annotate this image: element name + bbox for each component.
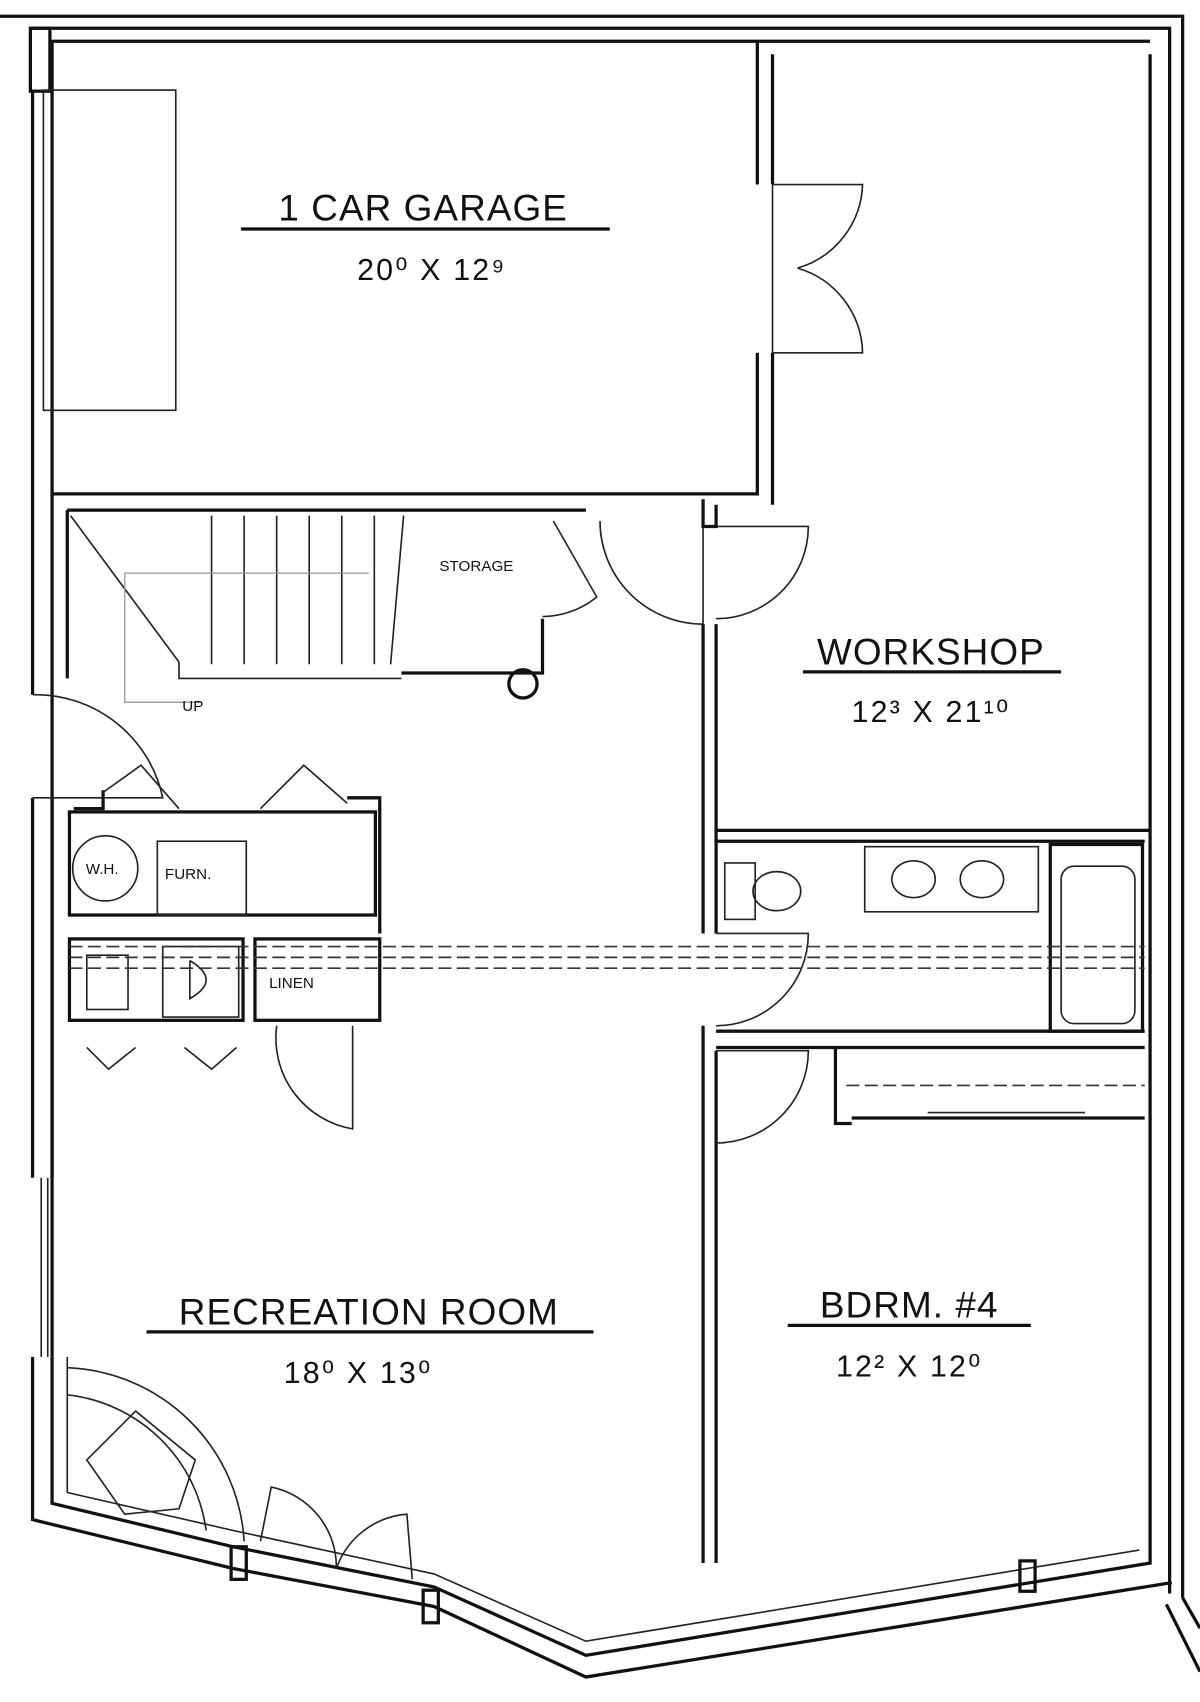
room-labels: 1 CAR GARAGE 20⁰ X 12⁹ WORKSHOP 12³ X 21… bbox=[146, 187, 1062, 1390]
furnace-label: FURN. bbox=[165, 866, 211, 883]
bathroom bbox=[716, 842, 1145, 1126]
bedroom-dimensions: 12² X 12⁰ bbox=[836, 1349, 983, 1383]
workshop bbox=[716, 828, 1151, 843]
recreation-room-dimensions: 18⁰ X 13⁰ bbox=[284, 1356, 433, 1390]
up-label: UP bbox=[182, 698, 203, 715]
recreation-room-name: RECREATION ROOM bbox=[179, 1291, 559, 1332]
bathtub bbox=[1060, 865, 1136, 1025]
water-heater-label: W.H. bbox=[86, 861, 119, 878]
bedroom-name: BDRM. #4 bbox=[820, 1285, 999, 1326]
storage-label: STORAGE bbox=[439, 558, 513, 575]
garage-name: 1 CAR GARAGE bbox=[278, 187, 568, 228]
garage-dimensions: 20⁰ X 12⁹ bbox=[357, 253, 506, 287]
vanity bbox=[863, 845, 1040, 913]
garage-door bbox=[42, 89, 177, 412]
garage bbox=[42, 41, 864, 679]
hall-doors bbox=[32, 499, 810, 1564]
exterior-walls bbox=[0, 14, 1200, 1679]
workshop-dimensions: 12³ X 21¹⁰ bbox=[852, 695, 1011, 729]
stairs: UP bbox=[69, 515, 405, 715]
washer bbox=[85, 954, 129, 1011]
storage: STORAGE bbox=[401, 520, 598, 700]
toilet bbox=[723, 862, 756, 921]
linen-label: LINEN bbox=[269, 975, 314, 992]
recreation-features bbox=[67, 1366, 1037, 1625]
utility: W.H. FURN. LINEN bbox=[67, 764, 1145, 1130]
workshop-name: WORKSHOP bbox=[817, 631, 1045, 672]
